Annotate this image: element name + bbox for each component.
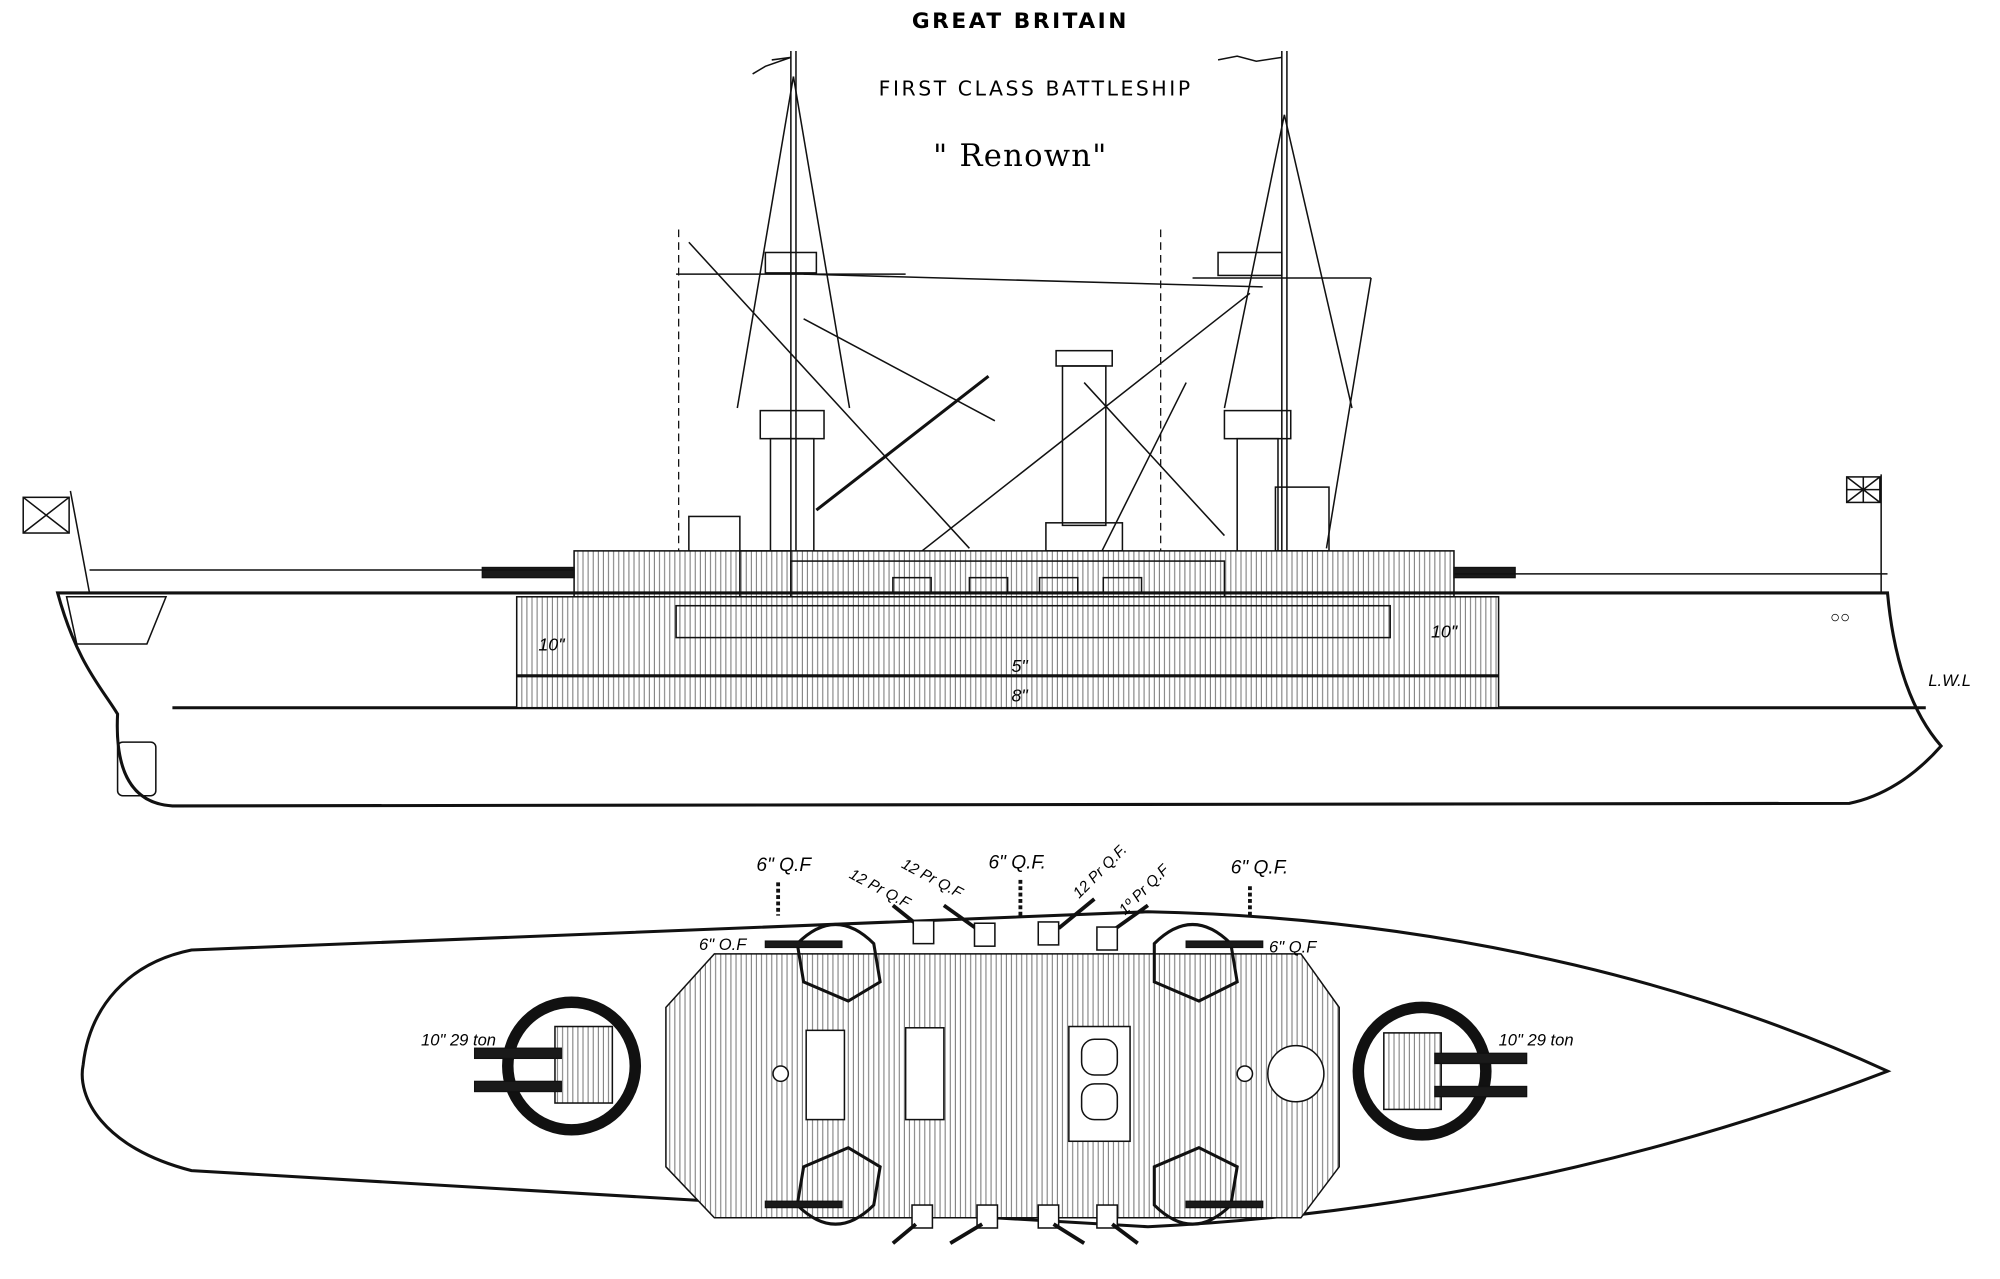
foremast: [676, 51, 996, 562]
stern-ensign-icon: [22, 490, 91, 594]
label-6in-qf-port-fore: 6" Q.F: [756, 855, 812, 876]
waterline-label: L.W.L: [1928, 671, 1971, 690]
label-12pr-c: 12 Pr Q.F.: [1070, 841, 1131, 902]
armor-label-upper: 5": [1011, 656, 1028, 676]
fore-turret: [473, 996, 642, 1136]
label-6in-qf-port-aft: 6" Q.F.: [1231, 857, 1288, 878]
plan-view: 6" Q.F 12 Pr Q.F 12 Pr Q.F 6" Q.F. 12 Pr…: [80, 841, 1892, 1245]
hull-plan: [80, 910, 1892, 1229]
side-elevation: 10" 10" 5" 8" L.W.L ○○: [22, 51, 1971, 808]
armor-label-fore: 10": [538, 634, 565, 654]
label-6in-qf-mid: 6" Q.F.: [989, 852, 1046, 873]
casemate: [764, 1145, 882, 1226]
aft-turret: [1352, 1001, 1528, 1141]
funnel: [1045, 349, 1124, 552]
central-battery: [665, 953, 1340, 1219]
armor-label-main: 8": [1011, 685, 1028, 705]
anchor-hawse-icon: ○○: [1830, 607, 1850, 626]
hull-side: [55, 591, 1944, 808]
title-ship-name: " Renown": [933, 139, 1108, 174]
mainmast: [803, 51, 1372, 575]
armor-label-aft: 10": [1431, 622, 1458, 642]
title-class: FIRST CLASS BATTLESHIP: [879, 77, 1193, 101]
casemate: [1152, 922, 1264, 1003]
label-6in-casemate-fore: 6" O.F: [699, 935, 747, 954]
bow-jack-icon: [1845, 474, 1882, 593]
title-country: GREAT BRITAIN: [912, 9, 1129, 34]
superstructure: [573, 550, 1455, 598]
casemate: [764, 922, 882, 1003]
qf-gun-mounts: [776, 879, 1252, 1245]
label-fore-turret: 10" 29 ton: [421, 1031, 496, 1050]
armour-belt: [515, 596, 1500, 709]
label-6in-casemate-aft: 6" Q.F: [1269, 938, 1317, 957]
label-aft-turret: 10" 29 ton: [1499, 1031, 1574, 1050]
casemate: [1152, 1145, 1264, 1226]
